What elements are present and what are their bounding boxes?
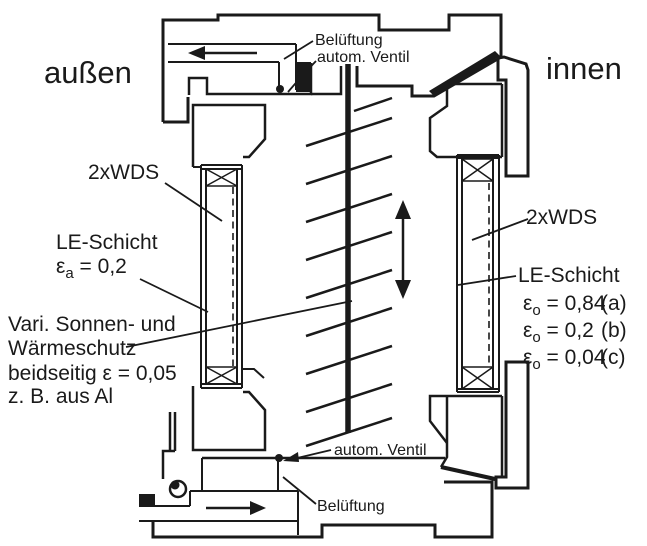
label-shade-note-1: Vari. Sonnen- und bbox=[8, 313, 176, 336]
label-wds-right: 2xWDS bbox=[526, 206, 597, 229]
sash-seal-bottom-right bbox=[440, 465, 496, 481]
leader-valve-bottom bbox=[283, 449, 332, 462]
left-sash-bottom bbox=[191, 368, 267, 452]
label-le-left-eps: εa = 0,2 bbox=[56, 255, 127, 282]
shade-slat-hatching bbox=[305, 96, 393, 448]
label-shade-note-2: Wärmeschutz bbox=[8, 337, 136, 360]
leader-vent-top bbox=[283, 40, 314, 60]
label-vent-top: Belüftung bbox=[315, 32, 383, 49]
label-shade-note-4: z. B. aus Al bbox=[8, 385, 113, 408]
leader-wds-right bbox=[471, 218, 529, 241]
frame-seal-top-right bbox=[429, 51, 500, 96]
right-sash-bottom bbox=[428, 394, 504, 481]
shade-travel-arrow-icon bbox=[395, 200, 411, 299]
movable-shade bbox=[305, 64, 411, 448]
bottom-frame-profile bbox=[139, 412, 494, 539]
frame-gasket-roller bbox=[168, 479, 188, 499]
right-glazing-unit bbox=[456, 154, 500, 393]
airflow-arrow-right-icon bbox=[206, 501, 266, 515]
leader-le-left bbox=[139, 278, 209, 313]
label-eps-row-b: εo = 0,2(b) bbox=[523, 319, 627, 346]
label-shade-note-3: beidseitig ε = 0,05 bbox=[8, 362, 177, 385]
label-valve-top: autom. Ventil bbox=[317, 49, 410, 66]
leader-wds-left bbox=[164, 182, 223, 222]
left-glazing-unit bbox=[200, 164, 243, 389]
label-le-left-title: LE-Schicht bbox=[56, 231, 158, 254]
bottom-valve-dot bbox=[275, 454, 283, 462]
inner-frame-leg bbox=[494, 55, 530, 490]
leader-shade-note bbox=[125, 300, 353, 348]
label-le-right-title: LE-Schicht bbox=[518, 264, 620, 287]
spacer-bottom-left bbox=[205, 366, 238, 385]
label-vent-bottom: Belüftung bbox=[317, 498, 385, 515]
leader-lines bbox=[125, 40, 529, 505]
channel-divider bbox=[296, 62, 311, 92]
leader-vent-bottom bbox=[282, 476, 317, 505]
right-sash-top bbox=[428, 82, 504, 159]
leader-valve-top bbox=[287, 60, 317, 93]
bottom-vent-channel bbox=[139, 454, 445, 535]
label-wds-left: 2xWDS bbox=[88, 161, 159, 184]
spacer-top-left bbox=[205, 168, 238, 187]
label-inside: innen bbox=[546, 51, 622, 86]
label-valve-bottom: autom. Ventil bbox=[334, 442, 427, 459]
left-sash-top bbox=[191, 103, 267, 168]
leader-le-right bbox=[457, 275, 517, 286]
airflow-arrow-left-icon bbox=[188, 46, 257, 60]
label-eps-row-a: εo = 0,84(a) bbox=[523, 292, 627, 319]
top-valve-dot bbox=[276, 85, 284, 93]
spacer-bottom-right bbox=[461, 366, 494, 390]
top-frame-profile bbox=[161, 13, 503, 124]
spacer-top-right bbox=[461, 158, 494, 182]
label-eps-row-c: εo = 0,04(c) bbox=[523, 346, 626, 373]
label-outside: außen bbox=[44, 55, 132, 90]
